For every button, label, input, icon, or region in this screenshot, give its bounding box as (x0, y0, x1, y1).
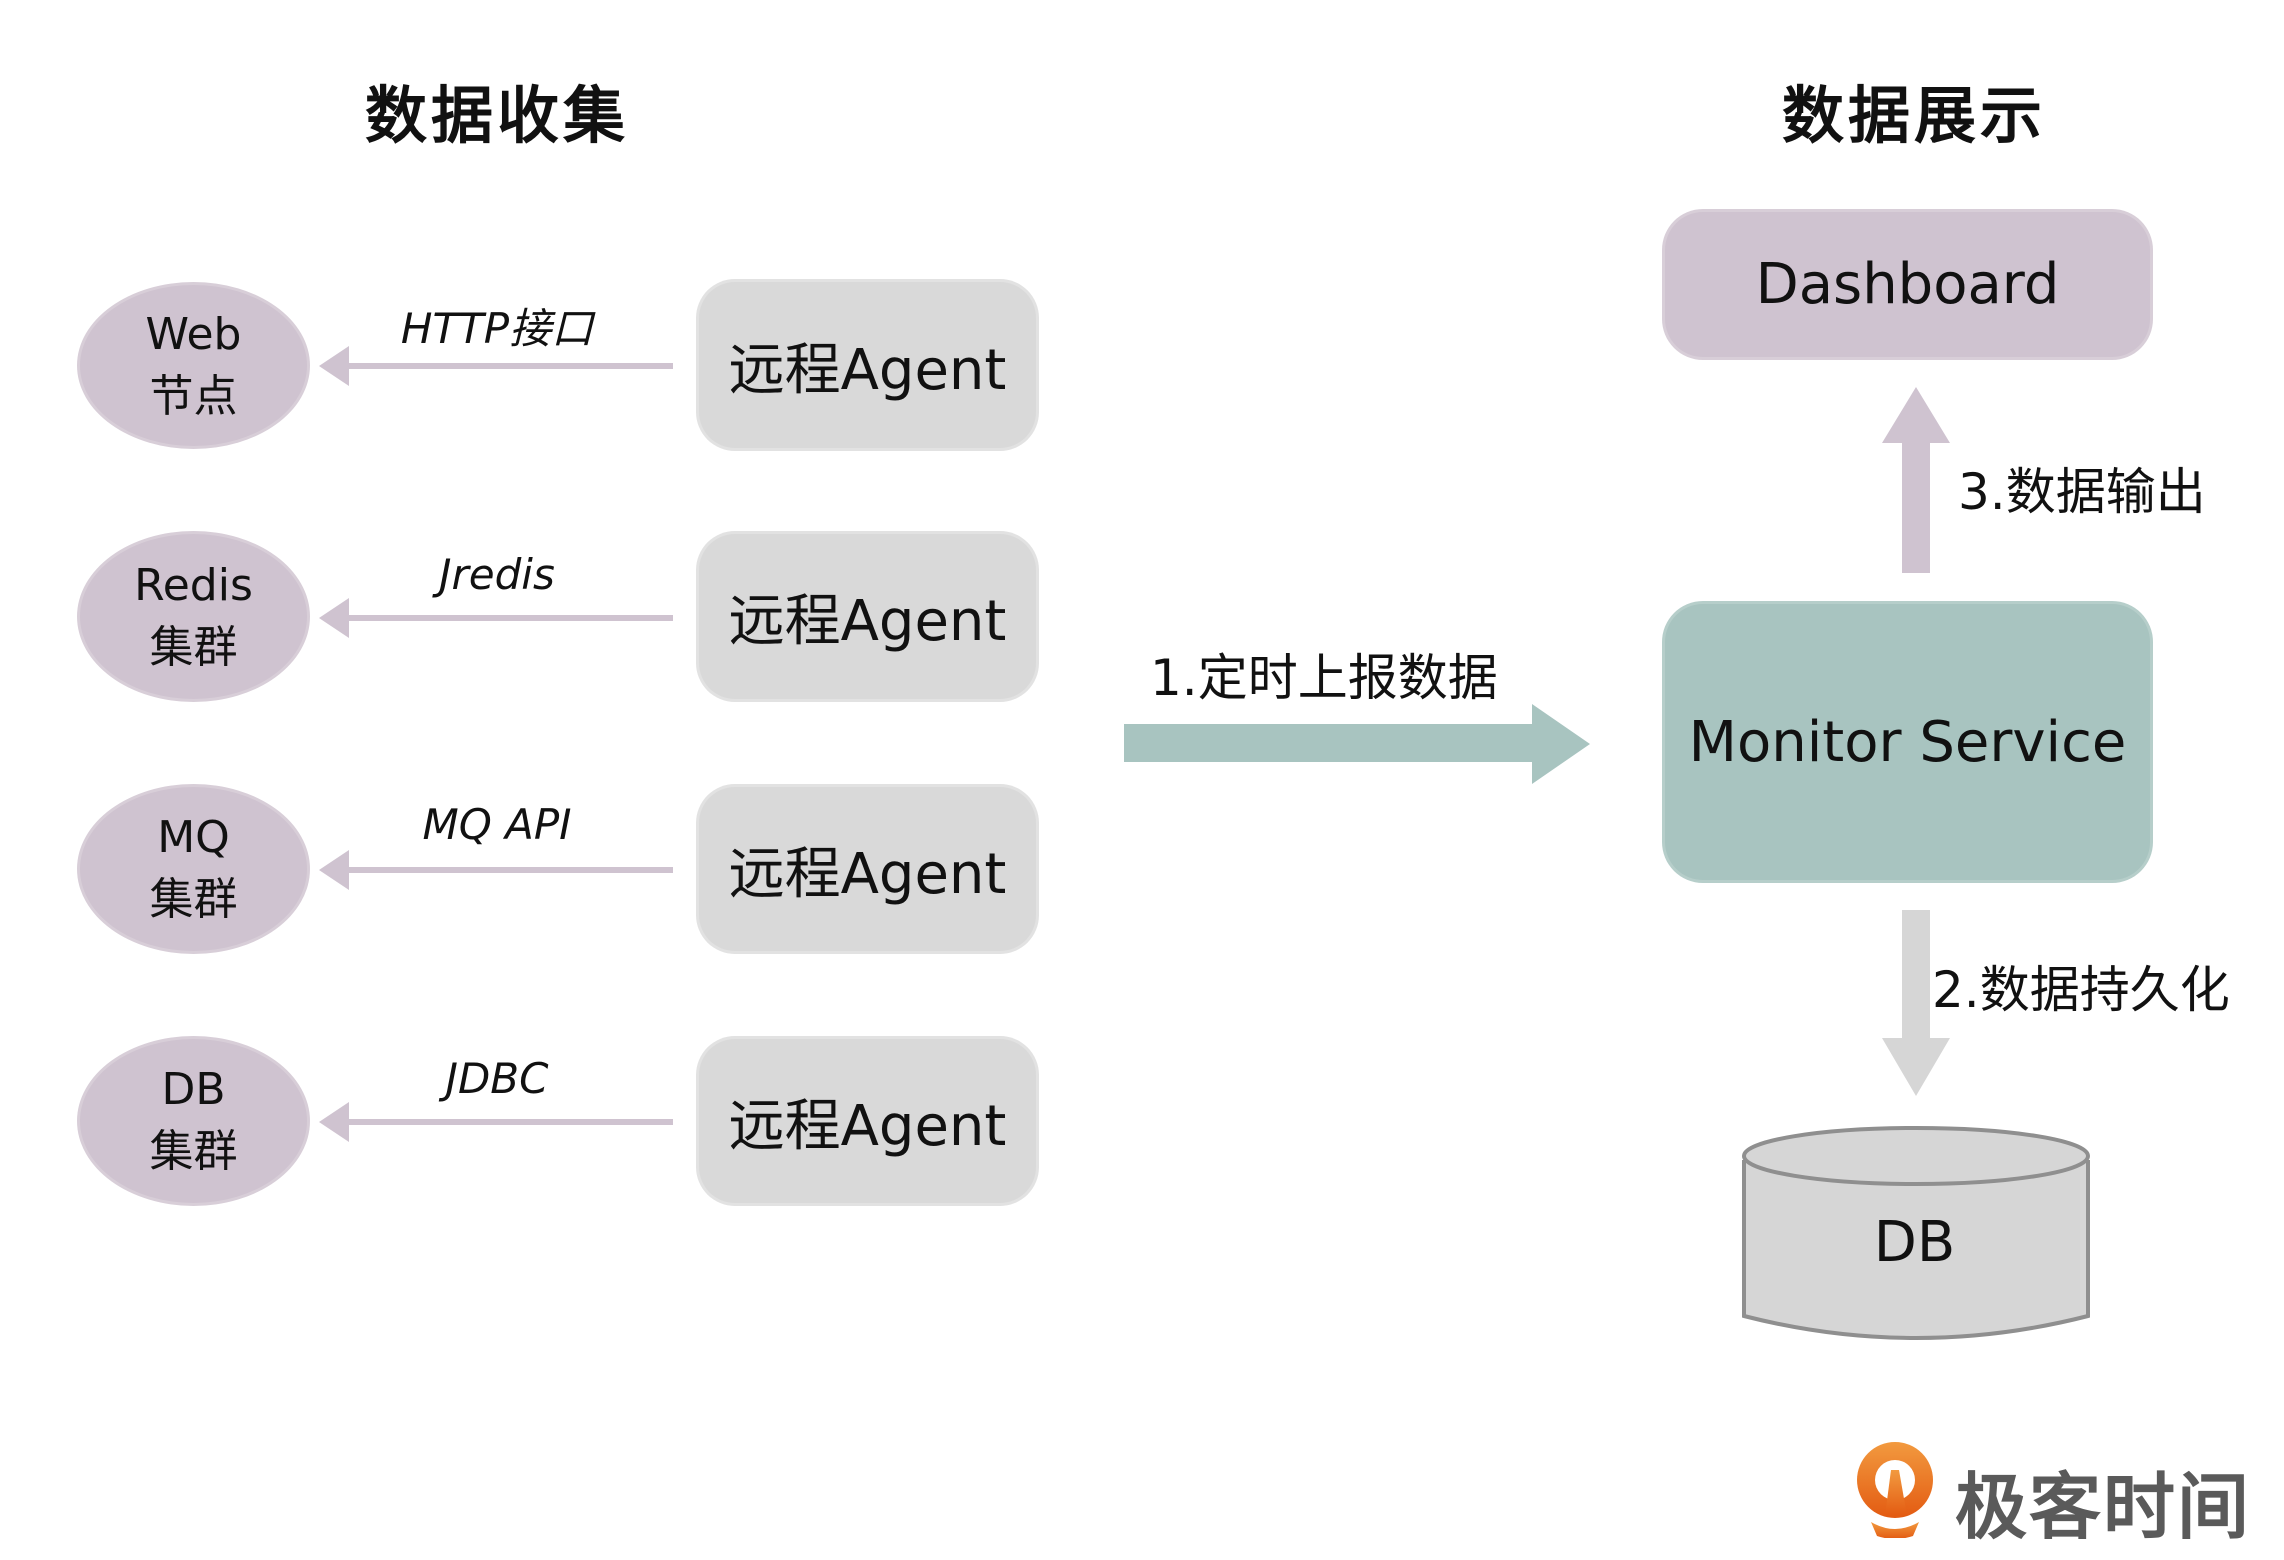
persist-arrow-icon (1882, 910, 1950, 1096)
dashboard-box: Dashboard (1665, 212, 2150, 357)
source-node-web: Web 节点 (80, 285, 307, 446)
agent-box: 远程Agent (699, 1039, 1036, 1203)
source-node-label-1: Web (145, 308, 242, 360)
database-cylinder-icon (1742, 1126, 2090, 1340)
db-label: DB (1873, 1210, 1956, 1275)
protocol-label: Jredis (439, 550, 555, 599)
arrow-line (345, 867, 673, 873)
source-node-redis: Redis 集群 (80, 534, 307, 699)
agent-box: 远程Agent (699, 282, 1036, 448)
arrow-head-left-icon (319, 1102, 349, 1142)
protocol-label: MQ API (422, 800, 572, 849)
section-title-display: 数据展示 (1781, 79, 2046, 152)
arrow-line (345, 615, 673, 621)
source-node-label-1: DB (161, 1064, 226, 1115)
source-node-label-2: 集群 (149, 621, 238, 673)
report-arrow-icon (1124, 704, 1590, 784)
source-node-db: DB 集群 (80, 1039, 307, 1203)
source-node-label-1: MQ (157, 812, 230, 863)
source-node-label-1: Redis (134, 559, 253, 611)
source-node-label-2: 集群 (149, 874, 238, 925)
arrow-head-left-icon (319, 850, 349, 890)
geektime-logo-text: 极客时间 (1955, 1465, 2252, 1549)
source-node-label-2: 节点 (149, 370, 238, 422)
arrow-line (345, 363, 673, 369)
monitor-service-box: Monitor Service (1665, 604, 2150, 880)
geektime-logo-icon (1857, 1442, 1933, 1538)
protocol-label: HTTP接口 (400, 304, 594, 353)
arrow-line (345, 1119, 673, 1125)
arrow-head-left-icon (319, 346, 349, 386)
arrow-head-left-icon (319, 598, 349, 638)
agent-box: 远程Agent (699, 534, 1036, 699)
step3-label: 3.数据输出 (1958, 463, 2206, 521)
section-title-collect: 数据收集 (364, 79, 629, 152)
protocol-label: JDBC (445, 1054, 549, 1103)
agent-box: 远程Agent (699, 787, 1036, 951)
source-node-mq: MQ 集群 (80, 787, 307, 951)
step2-label: 2.数据持久化 (1932, 961, 2230, 1019)
source-node-label-2: 集群 (149, 1126, 238, 1177)
step1-label: 1.定时上报数据 (1150, 649, 1498, 707)
output-arrow-icon (1882, 387, 1950, 573)
